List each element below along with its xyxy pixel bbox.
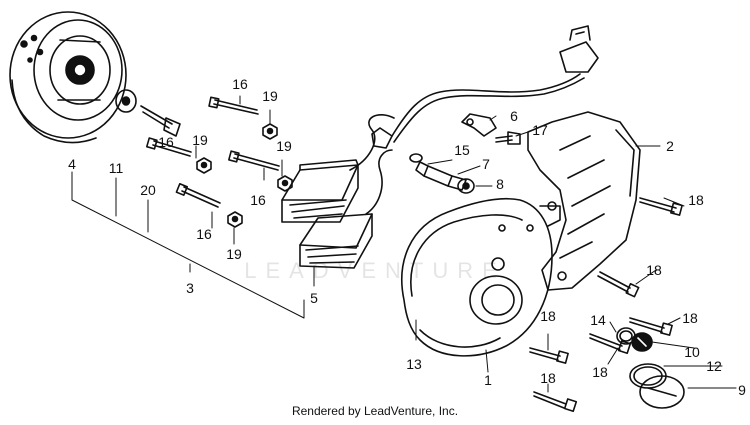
callout-3: 3 xyxy=(186,280,194,296)
callout-6: 6 xyxy=(510,108,518,124)
callout-9: 9 xyxy=(738,382,746,398)
left-crankcase-cover xyxy=(401,197,561,357)
callout-16a: 16 xyxy=(232,76,248,92)
callout-2: 2 xyxy=(666,138,674,154)
callout-5: 5 xyxy=(310,290,318,306)
callout-15: 15 xyxy=(454,142,470,158)
callout-16b: 16 xyxy=(158,134,174,150)
callout-18b: 18 xyxy=(646,262,662,278)
washer xyxy=(115,89,137,113)
callout-19d: 19 xyxy=(226,246,242,262)
callout-18d: 18 xyxy=(540,308,556,324)
bolts-16 xyxy=(145,96,280,208)
switch-washer xyxy=(457,178,475,194)
callout-18f: 18 xyxy=(540,370,556,386)
sprocket-cover xyxy=(527,111,641,291)
pulse-generator-upper xyxy=(281,159,359,223)
o-ring xyxy=(409,153,423,163)
timing-cap xyxy=(631,332,653,352)
callout-18a: 18 xyxy=(688,192,704,208)
pulse-generator-lower xyxy=(299,213,373,269)
callout-16c: 16 xyxy=(250,192,266,208)
render-credit: Rendered by LeadVenture, Inc. xyxy=(291,404,459,418)
callout-16d: 16 xyxy=(196,226,212,242)
callout-18e: 18 xyxy=(592,364,608,380)
callout-1: 1 xyxy=(484,372,492,388)
wiring-harness xyxy=(349,25,599,215)
callout-8: 8 xyxy=(496,176,504,192)
clamp-bolt xyxy=(495,131,521,145)
callout-20: 20 xyxy=(140,182,156,198)
callout-11: 11 xyxy=(108,160,124,176)
callout-14: 14 xyxy=(590,312,606,328)
callout-18c: 18 xyxy=(682,310,698,326)
callout-19a: 19 xyxy=(262,88,278,104)
flywheel-rotor xyxy=(9,11,127,144)
callout-10: 10 xyxy=(684,344,700,360)
callout-7: 7 xyxy=(482,156,490,172)
callout-13: 13 xyxy=(406,356,422,372)
wire-clamp xyxy=(461,113,497,137)
rotor-bolt xyxy=(140,105,181,137)
callout-12: 12 xyxy=(706,358,722,374)
crankshaft-hole-cap xyxy=(639,375,685,409)
callout-17: 17 xyxy=(532,122,548,138)
callout-19b: 19 xyxy=(192,132,208,148)
leader-lines xyxy=(71,95,737,393)
callout-19c: 19 xyxy=(276,138,292,154)
callout-4: 4 xyxy=(68,156,76,172)
watermark: LEADVENTURE xyxy=(244,258,506,283)
